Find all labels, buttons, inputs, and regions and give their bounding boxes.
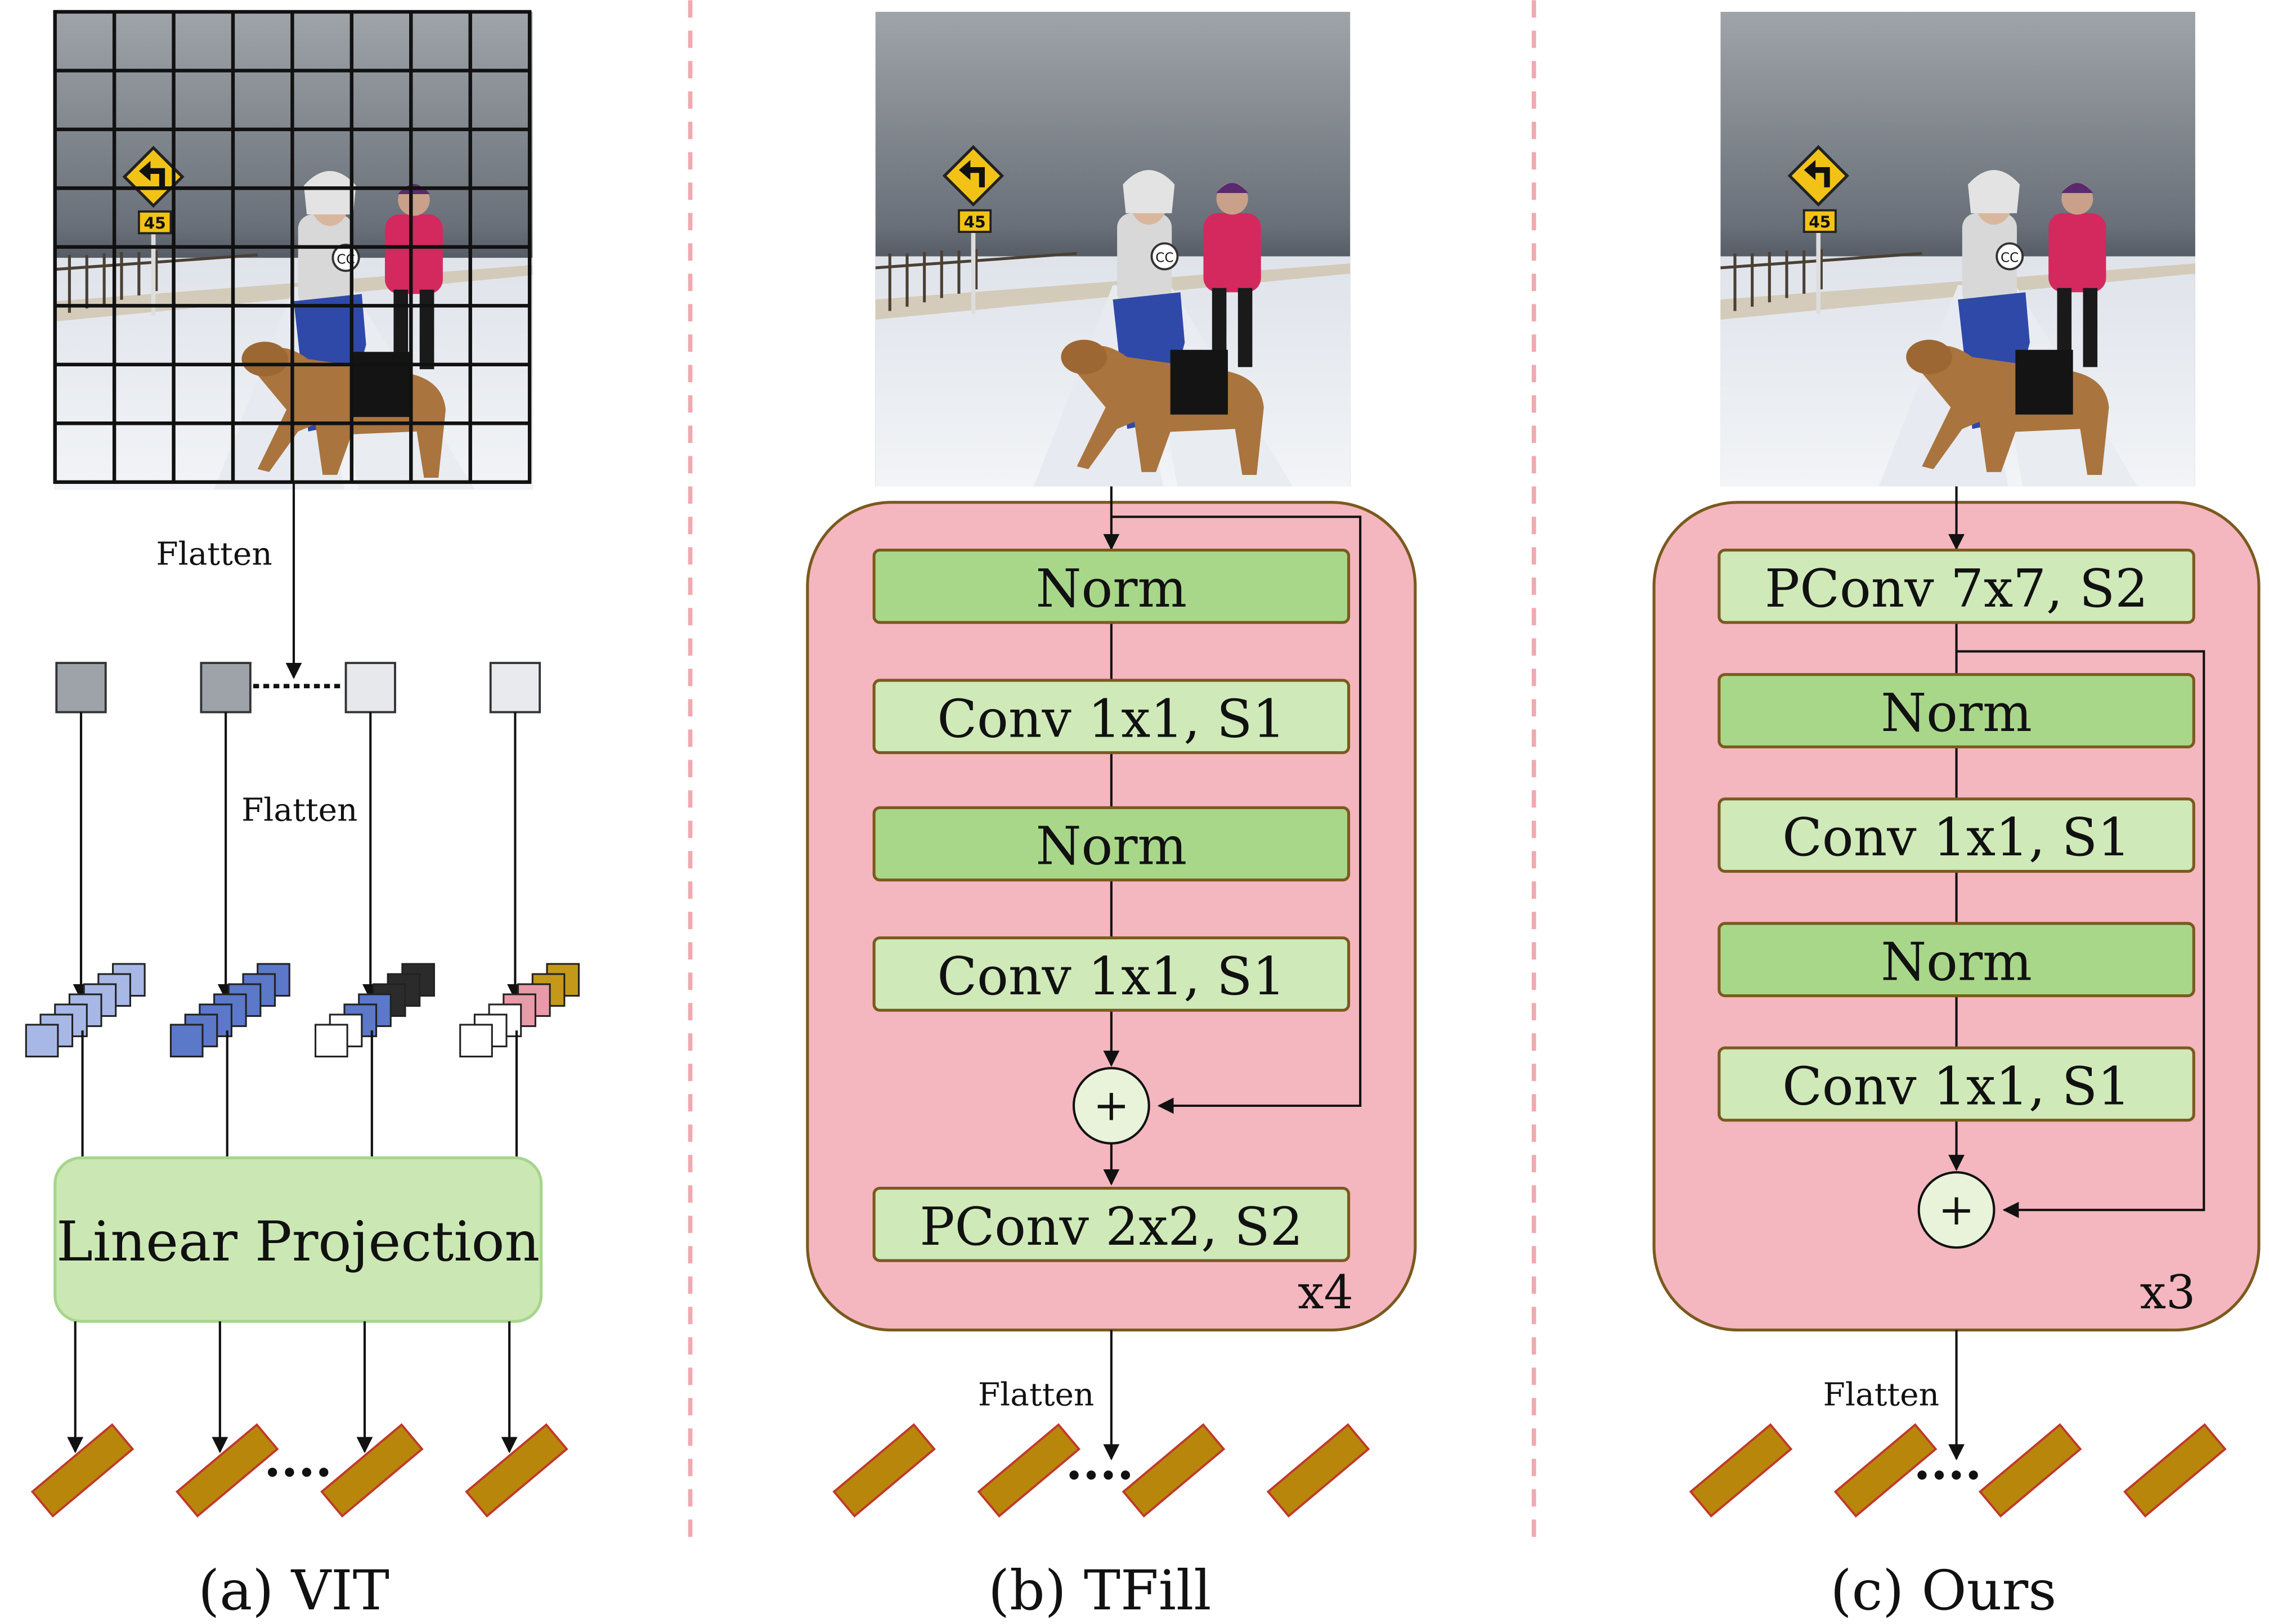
ours-conv-1-label: Conv 1x1, S1 [1782, 807, 2131, 868]
tfill-pconv [872, 1187, 1351, 1262]
linear-projection-label: Linear Projection [56, 1210, 540, 1274]
ours-add-node [1917, 1171, 1996, 1249]
output-token [320, 1423, 424, 1518]
tfill-conv-1 [872, 679, 1351, 755]
output-token [977, 1423, 1081, 1518]
patch-token-3 [344, 662, 396, 714]
patch-token-2 [200, 662, 252, 714]
tfill-output-tokens [832, 1423, 1370, 1518]
flattened-pixel-stacks [25, 963, 580, 1058]
ours-tokens-ellipsis: .... [1913, 1433, 1982, 1491]
tfill-add-symbol: + [1093, 1080, 1130, 1131]
ours-norm-2-label: Norm [1881, 931, 2032, 992]
pixel-cube [25, 1024, 59, 1058]
pixel-cube [169, 1024, 204, 1058]
panel-vit: Flatten Flatten Linear Projection [25, 10, 580, 1623]
ours-flatten-label: Flatten [1823, 1376, 1939, 1413]
output-token [1122, 1423, 1226, 1518]
pixel-cube [315, 1024, 348, 1058]
caption-ours: (c) Ours [1830, 1559, 2056, 1623]
caption-vit: (a) VIT [198, 1559, 389, 1623]
ours-conv-1 [1718, 797, 2195, 873]
patch-token-1 [55, 662, 107, 714]
output-token [1689, 1423, 1793, 1518]
panel-ours: PConv 7x7, S2 Norm Conv 1x1, S1 Norm Con… [1652, 12, 2261, 1623]
flatten-label-top: Flatten [156, 535, 272, 572]
patch-token-4 [489, 662, 541, 714]
tfill-repeat: x4 [1298, 1266, 1353, 1320]
tfill-norm-1-label: Norm [1035, 558, 1187, 619]
output-token [465, 1423, 568, 1518]
output-token [175, 1423, 279, 1518]
caption-tfill: (b) TFill [988, 1559, 1212, 1623]
pixel-cube [459, 1024, 493, 1058]
ours-output-tokens [1689, 1423, 2227, 1518]
tfill-norm-2-label: Norm [1035, 816, 1187, 877]
tokens-ellipsis: .... [264, 1430, 333, 1488]
ours-norm-2 [1718, 922, 2195, 998]
stack-connectors [81, 1030, 518, 1158]
tfill-tokens-ellipsis: .... [1065, 1433, 1134, 1491]
tfill-norm-1 [872, 549, 1351, 624]
tfill-conv-1-label: Conv 1x1, S1 [937, 688, 1285, 749]
output-token [832, 1423, 936, 1518]
tfill-conv-2 [872, 936, 1351, 1012]
panel-tfill: Norm Conv 1x1, S1 Norm Conv 1x1, S1 + PC… [806, 12, 1417, 1623]
output-token [2123, 1423, 2227, 1518]
patch-arrows [73, 712, 523, 1001]
ours-conv-2 [1718, 1046, 2195, 1122]
output-tokens [30, 1423, 568, 1518]
projection-arrows [67, 1321, 518, 1453]
linear-projection-block [53, 1156, 543, 1323]
output-token [1266, 1423, 1370, 1518]
tfill-conv-2-label: Conv 1x1, S1 [937, 946, 1285, 1007]
ours-norm-1 [1718, 673, 2195, 748]
tfill-norm-2 [872, 806, 1351, 882]
ours-repeat: x3 [2140, 1266, 2196, 1320]
ours-input-image [1720, 12, 2195, 486]
tfill-skip-connection [1111, 515, 1362, 1114]
patch-grid [53, 10, 532, 484]
tfill-add-node [1072, 1067, 1150, 1145]
ours-conv-2-label: Conv 1x1, S1 [1782, 1056, 2131, 1116]
output-token [30, 1423, 134, 1518]
output-token [1833, 1423, 1938, 1518]
tfill-input-image [876, 12, 1350, 486]
ours-add-symbol: + [1938, 1185, 1975, 1235]
ours-pconv-label: PConv 7x7, S2 [1765, 558, 2148, 619]
flatten-label-mid: Flatten [241, 791, 357, 828]
ours-pconv [1718, 549, 2195, 624]
tfill-pconv-label: PConv 2x2, S2 [920, 1196, 1303, 1257]
ours-norm-1-label: Norm [1881, 683, 2032, 743]
tfill-flatten-label: Flatten [978, 1376, 1094, 1413]
ours-skip-connection [1956, 650, 2205, 1218]
output-token [1978, 1423, 2082, 1518]
